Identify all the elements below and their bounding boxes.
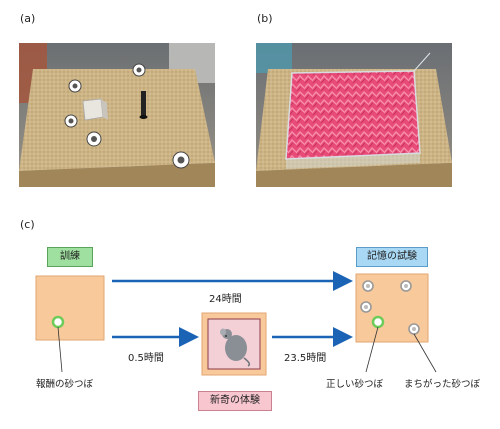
time-23-5h-label: 23.5時間 — [284, 353, 327, 364]
photo-arena-novel — [256, 43, 452, 187]
memory-test-label: 記憶の試験 — [356, 247, 428, 267]
photo-arena-training — [19, 43, 215, 187]
rat-icon — [220, 328, 251, 367]
wrong-well-pointer — [413, 333, 437, 373]
correct-well-label: 正しい砂つぼ — [326, 379, 384, 390]
time-0-5h-label: 0.5時間 — [128, 353, 164, 364]
reward-well-label: 報酬の砂つぼ — [36, 379, 94, 390]
correct-well-pointer — [365, 326, 379, 373]
reward-well-icon — [51, 315, 65, 329]
photo-arena-novel-drawing — [256, 43, 452, 187]
reward-well-pointer — [57, 326, 63, 373]
panel-label-b: (b) — [257, 12, 273, 25]
training-arena — [35, 275, 105, 341]
training-label: 訓練 — [47, 247, 93, 267]
correct-well-icon — [371, 315, 385, 329]
distractor-wells — [360, 280, 420, 335]
novel-experience-label: 新奇の体験 — [198, 391, 272, 411]
panel-label-c: (c) — [20, 218, 35, 231]
time-24h-label: 24時間 — [209, 294, 242, 305]
photo-arena-training-drawing — [19, 43, 215, 187]
wrong-well-label: まちがった砂つぼ — [404, 379, 481, 390]
panel-label-a: (a) — [20, 12, 36, 25]
